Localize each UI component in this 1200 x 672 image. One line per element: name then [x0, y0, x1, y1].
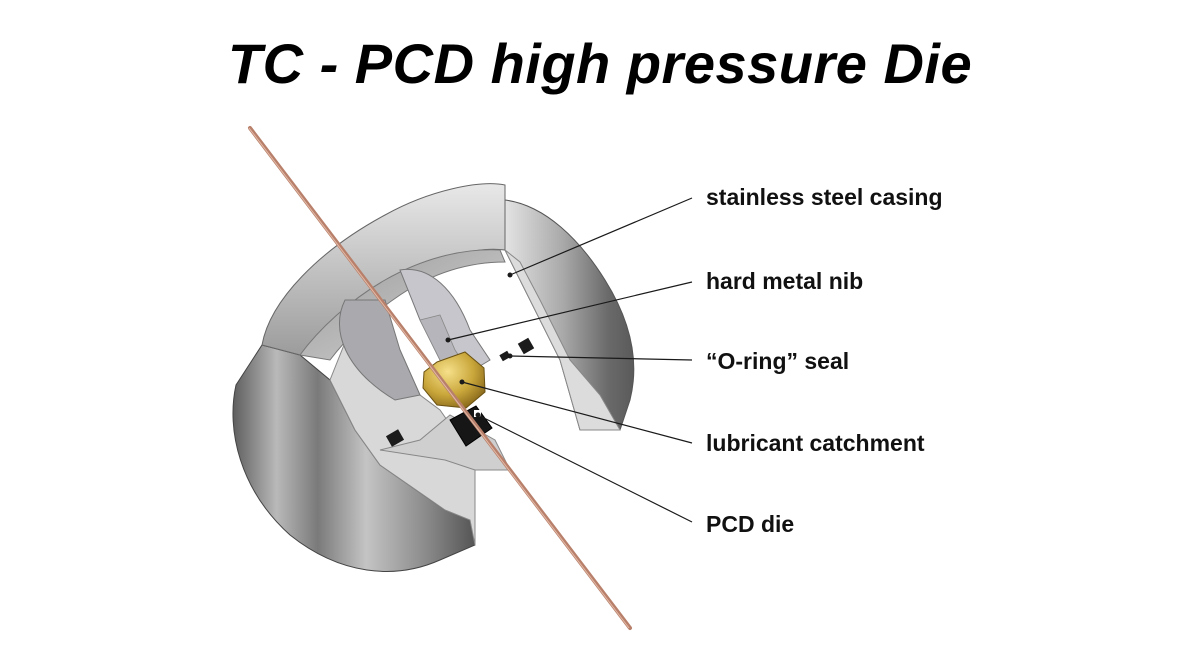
leader-dots — [445, 272, 513, 418]
leader-nib — [447, 281, 693, 341]
label-pcd-die: PCD die — [706, 511, 795, 537]
oring-seal-left — [385, 429, 405, 447]
oring-seal-right — [517, 337, 535, 355]
leader-pcd — [477, 414, 693, 523]
wire-highlight — [248, 127, 630, 629]
casing-right-surface — [504, 199, 635, 431]
leader-lubricant — [461, 381, 693, 444]
casing-lower-section — [379, 414, 511, 471]
pcd-die — [422, 351, 486, 409]
nib-body-left — [338, 299, 421, 401]
label-stainless-steel-casing: stainless steel casing — [706, 184, 943, 210]
diagram-title: TC - PCD high pressure Die — [227, 32, 973, 95]
label-lubricant-catchment: lubricant catchment — [706, 430, 925, 456]
casing-section-face-right — [504, 249, 621, 431]
oring-seal-right2 — [497, 349, 513, 363]
leader-oring — [509, 355, 693, 361]
label-oring-seal: “O-ring” seal — [706, 348, 850, 374]
leader-casing — [509, 197, 693, 276]
label-hard-metal-nib: hard metal nib — [706, 268, 864, 294]
leader-lines — [447, 197, 693, 523]
wire — [248, 126, 632, 630]
